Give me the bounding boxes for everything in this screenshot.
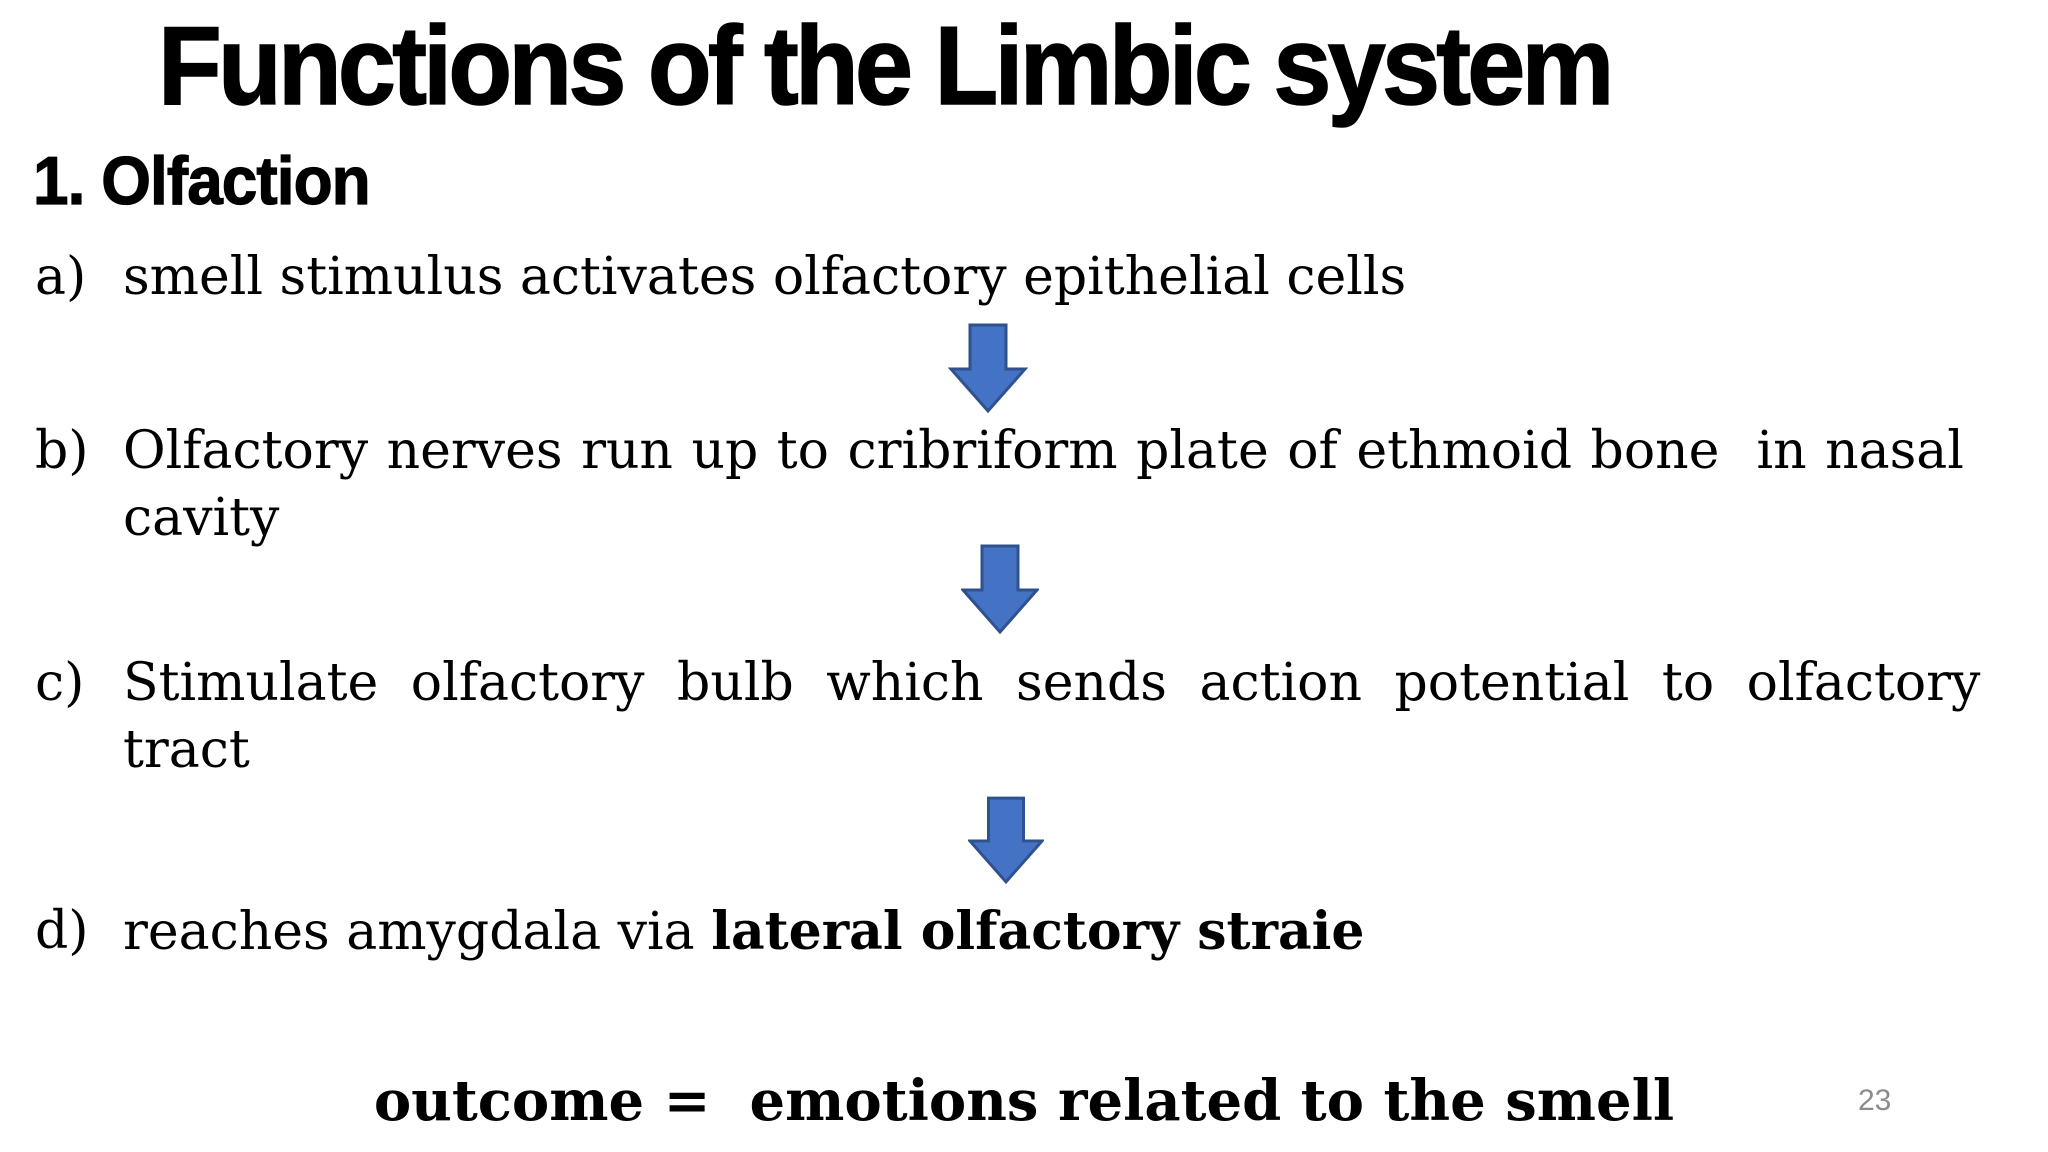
page-number: 23: [1858, 1084, 1892, 1117]
list-item-d-text-bold: lateral olfactory straie: [711, 901, 1365, 962]
section-heading: 1. Olfaction: [32, 143, 371, 219]
down-arrow-icon: [948, 323, 1028, 413]
list-item-a-text: smell stimulus activates olfactory epith…: [123, 247, 1407, 307]
down-arrow-shape: [961, 544, 1039, 634]
down-arrow-shape: [968, 796, 1044, 885]
list-item-d: d) reaches amygdala via lateral olfactor…: [35, 898, 2028, 966]
list-item-a: a) smell stimulus activates olfactory ep…: [35, 244, 2028, 311]
list-item-d-text: reaches amygdala via lateral olfactory s…: [123, 898, 2028, 966]
list-item-b-label: b): [35, 421, 89, 481]
down-arrow-icon: [961, 544, 1039, 634]
down-arrow-shape: [948, 323, 1028, 413]
list-item-c: c) Stimulate olfactory bulb which sends …: [35, 650, 2028, 784]
slide-title: Functions of the Limbic system: [157, 4, 1615, 128]
list-item-c-text: Stimulate olfactory bulb which sends act…: [123, 653, 1981, 780]
down-arrow-icon: [968, 796, 1044, 885]
list-item-b-text: Olfactory nerves run up to cribriform pl…: [123, 421, 1964, 548]
outcome-statement: outcome = emotions related to the smell: [373, 1068, 1675, 1134]
list-item-d-label: d): [35, 901, 89, 961]
list-item-b: b) Olfactory nerves run up to cribriform…: [35, 418, 2028, 552]
list-item-c-label: c): [35, 653, 85, 713]
list-item-a-label: a): [35, 247, 87, 307]
list-item-d-text-regular: reaches amygdala via: [123, 902, 712, 962]
